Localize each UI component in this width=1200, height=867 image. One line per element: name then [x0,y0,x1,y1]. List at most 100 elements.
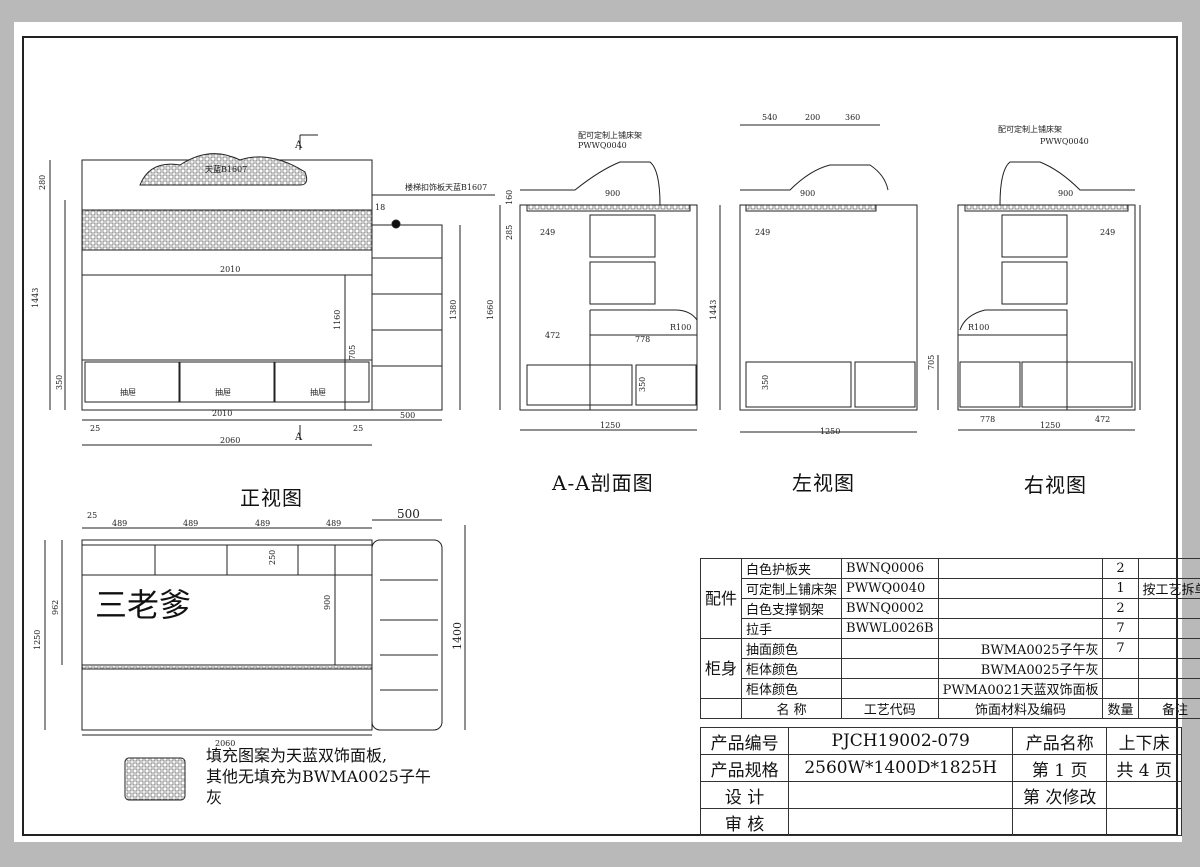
bom-cell [1137,558,1200,579]
dim-900-top: 900 [323,595,332,610]
design-label: 设 计 [699,781,790,809]
bom-group-accessories: 配件 [699,558,743,639]
dim-778-section: 778 [635,335,650,344]
bom-cell [937,578,1104,599]
section-view-title: A-A剖面图 [552,471,654,495]
bom-header-name: 名 称 [741,698,843,719]
dim-160-section: 160 [505,190,514,205]
dim-489-1: 489 [112,519,127,528]
dim-1250-right: 1250 [1040,421,1060,430]
bom-cell [841,658,939,679]
fill-legend-swatch [124,757,186,801]
guard-rail-panel [81,209,373,251]
bom-group-body: 柜身 [699,638,743,699]
dim-1443-left: 1443 [709,300,718,320]
right-view-drawing [957,161,1141,431]
dim-900-section: 900 [605,189,620,198]
headboard [139,153,308,186]
bom-cell: BWWL0026B [841,618,939,639]
drawer-2 [179,361,275,403]
dim-249-left: 249 [755,228,770,237]
bom-cell [1137,618,1200,639]
dim-350-left: 350 [761,375,770,390]
dim-1250-left: 1250 [820,427,840,436]
drawer-label-3: 抽屉 [310,387,326,397]
bom-cell [1137,678,1200,699]
bom-cell [1137,638,1200,659]
bom-cell: 1 [1102,578,1139,599]
front-view-title: 正视图 [240,486,303,510]
bom-cell: BWMA0025子午灰 [937,658,1104,679]
bom-cell: BWNQ0006 [841,558,939,579]
dim-1160: 1160 [333,310,342,330]
bom-cell [937,558,1104,579]
dim-25-front: 25 [90,424,100,433]
dim-472-right: 472 [1095,415,1110,424]
spec-label: 产品规格 [699,754,790,782]
dim-280: 280 [38,175,47,190]
ladder [371,224,443,411]
bom-cell: 7 [1102,618,1139,639]
bom-row: 配件 白色护板夹 BWNQ0006 2 [699,558,1200,639]
dim-962: 962 [51,600,60,615]
dim-285-section: 285 [505,225,514,240]
dim-2010-b: 2010 [212,409,232,418]
spec: 2560W*1400D*1825H [788,754,1014,782]
bom-row: 柜体颜色 PWMA0021天蓝双饰面板 [701,678,1200,699]
left-view-title: 左视图 [792,471,855,495]
bom-header-remark: 备注 [1137,698,1200,719]
bom-cell [937,598,1104,619]
fill-note: 填充图案为天蓝双饰面板, 其他无填充为BWMA0025子午 灰 [206,745,436,808]
dim-r100-right: R100 [968,323,989,332]
dim-489-2: 489 [183,519,198,528]
dim-25-top: 25 [87,511,97,520]
dim-2010-a: 2010 [220,265,240,274]
bom-cell: BWNQ0002 [841,598,939,619]
dim-200: 200 [805,113,820,122]
section-mark-bottom: A [294,432,303,443]
drawer-label-2: 抽屉 [215,387,231,397]
right-rack-code: PWWQ0040 [1040,137,1089,146]
bom-cell: 2 [1102,558,1139,579]
bom-header-row: 名 称 工艺代码 饰面材料及编码 数量 备注 [699,698,1200,719]
dim-360: 360 [845,113,860,122]
dim-472-section: 472 [545,331,560,340]
dim-1380: 1380 [449,300,458,320]
dim-250-top: 250 [268,550,277,565]
front-view-drawing [49,134,495,446]
dim-18: 18 [375,203,385,212]
page-total: 共 4 页 [1106,754,1182,782]
product-name: 上下床 [1106,727,1182,755]
bom-cell: PWWQ0040 [841,578,939,599]
bom-cell: 2 [1102,598,1139,619]
dim-778-right: 778 [980,415,995,424]
note-line-3: 灰 [206,788,223,807]
dim-2060-top: 2060 [215,739,235,748]
product-no: PJCH19002-079 [788,727,1014,755]
headboard-callout: 天蓝B1607 [205,164,247,174]
left-view-drawing [719,124,939,433]
drawer-3 [274,361,370,403]
drawer-label-1: 抽屉 [120,387,136,397]
dim-705: 705 [348,345,357,360]
dim-705-left: 705 [927,355,936,370]
top-view-drawing [44,519,466,736]
bom-cell: 7 [1102,638,1139,659]
ladder-board-callout: 楼梯扣饰板天蓝B1607 [405,182,487,192]
bom-row: 可定制上铺床架 PWWQ0040 1 按工艺拆单 [701,578,1200,599]
note-line-2: 其他无填充为BWMA0025子午 [206,767,431,786]
bom-cell: 按工艺拆单 [1137,578,1200,599]
dim-r100-section: R100 [670,323,691,332]
review-label: 审 核 [699,808,790,836]
bom-cell [1102,658,1139,679]
bom-header-qty: 数量 [1102,698,1139,719]
dim-249-right: 249 [1100,228,1115,237]
bom-cell: 柜体颜色 [741,658,843,679]
right-view-title: 右视图 [1024,473,1087,497]
watermark: 三老爹 [95,586,192,624]
bom-cell: 可定制上铺床架 [741,578,843,599]
right-rack-callout: 配可定制上铺床架 [998,124,1062,134]
dim-25-front-r: 25 [353,424,363,433]
dim-1660: 1660 [486,300,495,320]
